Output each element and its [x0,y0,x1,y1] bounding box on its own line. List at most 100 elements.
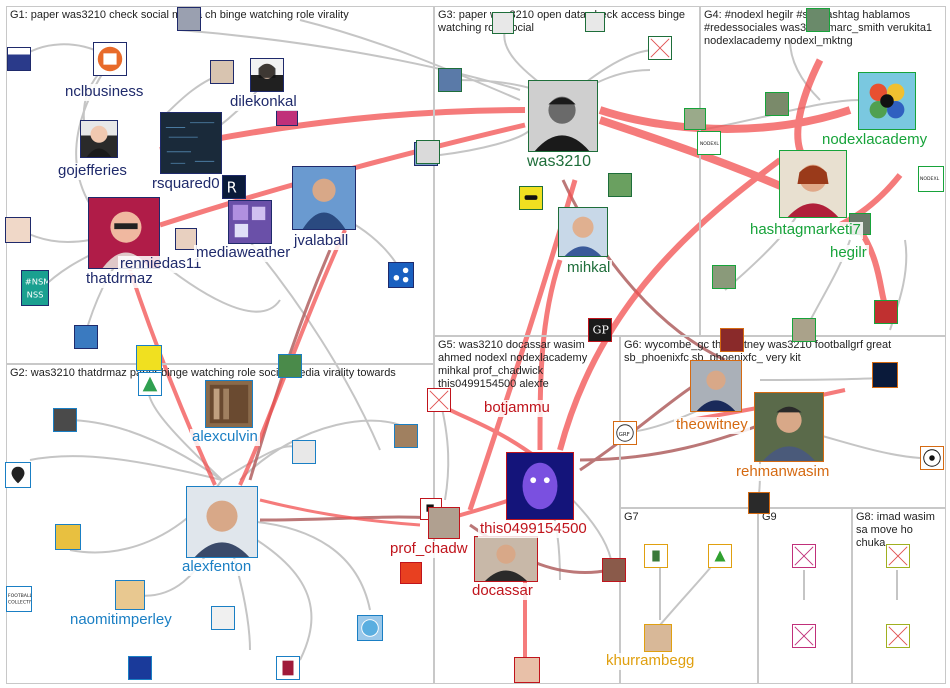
node-label-alexculvin[interactable]: alexculvin [190,428,260,446]
avatar-node[interactable] [858,72,916,130]
group-caption-g8: G8: imad wasim sa move ho chuka [856,511,935,549]
avatar-node[interactable] [160,112,222,174]
avatar-node[interactable] [519,186,543,210]
avatar-node[interactable] [920,446,944,470]
missing-image-icon[interactable] [427,388,451,412]
avatar-node[interactable] [292,440,316,464]
avatar-node[interactable] [5,462,31,488]
avatar-node[interactable] [765,92,789,116]
avatar-node[interactable]: NODEXL [918,166,944,192]
avatar-node[interactable] [53,408,77,432]
avatar-node[interactable] [708,544,732,568]
avatar-node[interactable] [276,110,298,126]
missing-image-icon[interactable] [792,544,816,568]
node-label-docassar[interactable]: docassar [470,582,535,600]
avatar-node[interactable] [292,166,356,230]
avatar-node[interactable] [177,7,201,31]
avatar-node[interactable] [80,120,118,158]
missing-image-icon[interactable] [648,36,672,60]
node-label-mediaweather[interactable]: mediaweather [194,244,293,262]
avatar-node[interactable] [74,325,98,349]
avatar-node[interactable] [394,424,418,448]
node-label-theowitney[interactable]: theowitney [674,416,750,434]
avatar-node[interactable] [186,486,258,558]
avatar-node[interactable] [874,300,898,324]
node-label-botjammu[interactable]: botjammu [482,399,552,417]
node-label-nodexlacademy[interactable]: nodexlacademy [820,131,930,149]
node-label-prof-chadw[interactable]: prof_chadw [388,540,470,558]
avatar-node[interactable] [5,217,31,243]
avatar-node[interactable] [872,362,898,388]
avatar-node[interactable] [428,507,460,539]
avatar-node[interactable] [644,544,668,568]
avatar-node[interactable] [712,265,736,289]
avatar-node[interactable] [514,657,540,683]
avatar-node[interactable] [690,360,742,412]
node-label-mihkal[interactable]: mihkal [565,259,613,277]
avatar-node[interactable] [115,580,145,610]
avatar-node[interactable] [806,8,830,32]
avatar-node[interactable] [278,354,302,378]
avatar-node[interactable]: GP [588,318,612,342]
avatar-node[interactable]: NODEXL [697,131,721,155]
avatar-node[interactable] [128,656,152,680]
avatar-node[interactable] [720,328,744,352]
node-label-nclbusiness[interactable]: nclbusiness [63,83,146,101]
avatar-node[interactable] [228,200,272,244]
missing-image-icon[interactable] [886,544,910,568]
avatar-node[interactable]: FOOTBALLCOLLECTIVE [6,586,32,612]
node-label-hegilr[interactable]: hegilr [828,244,869,262]
node-label-was3210[interactable]: was3210 [525,153,594,171]
avatar-node[interactable] [748,492,770,514]
node-label-this0499154500[interactable]: this0499154500 [478,520,589,538]
avatar-node[interactable] [585,12,605,32]
avatar-node[interactable] [357,615,383,641]
avatar-node[interactable] [276,656,300,680]
avatar-node[interactable] [93,42,127,76]
svg-text:NODEXL: NODEXL [920,176,940,182]
avatar-node[interactable] [250,58,284,92]
avatar-node[interactable] [416,140,440,164]
avatar-node[interactable] [779,150,847,218]
node-label-renniedas11[interactable]: renniedas11 [118,255,204,273]
node-label-hashtagmarketi7[interactable]: hashtagmarketi7 [748,221,863,239]
avatar-node[interactable] [506,452,574,520]
avatar-node[interactable]: GRF [613,421,637,445]
avatar-node[interactable] [138,372,162,396]
avatar-node[interactable] [492,12,514,34]
avatar-node[interactable] [438,68,462,92]
avatar-node[interactable] [55,524,81,550]
node-label-thatdrmaz[interactable]: thatdrmaz [84,270,155,288]
avatar-node[interactable] [7,47,31,71]
avatar-node[interactable] [792,318,816,342]
node-label-rehmanwasim[interactable]: rehmanwasim [734,463,832,481]
node-label-rsquared0[interactable]: rsquared0 [150,175,222,193]
avatar-node[interactable] [754,392,824,462]
node-label-alexfenton[interactable]: alexfenton [180,558,254,576]
node-label-jvalaball[interactable]: jvalaball [292,232,351,250]
avatar-node[interactable] [388,262,414,288]
avatar-node[interactable] [211,606,235,630]
avatar-node[interactable] [684,108,706,130]
node-label-naomitimperley[interactable]: naomitimperley [68,611,174,629]
missing-image-icon[interactable] [886,624,910,648]
edge [537,259,563,451]
node-label-gojefferies[interactable]: gojefferies [56,162,129,180]
avatar-node[interactable] [528,80,598,152]
avatar-node[interactable] [608,173,632,197]
missing-image-icon[interactable] [792,624,816,648]
node-label-dilekonkal[interactable]: dilekonkal [228,93,299,111]
avatar-node[interactable] [175,228,197,250]
avatar-node[interactable] [136,345,162,371]
avatar-node[interactable] [210,60,234,84]
avatar-node[interactable] [558,207,608,257]
group-box-g4 [700,6,946,336]
avatar-node[interactable]: R [222,175,246,199]
avatar-node[interactable] [644,624,672,652]
avatar-node[interactable] [205,380,253,428]
avatar-node[interactable] [474,536,538,582]
node-label-khurrambegg[interactable]: khurrambegg [604,652,697,670]
avatar-node[interactable] [602,558,626,582]
avatar-node[interactable] [400,562,422,584]
